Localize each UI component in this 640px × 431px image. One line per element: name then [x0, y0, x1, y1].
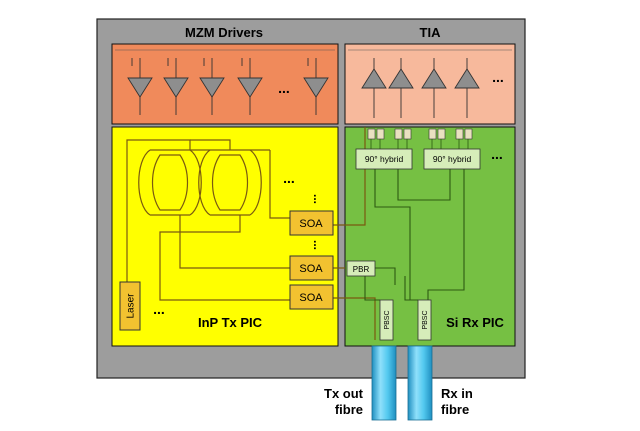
tia-amplifiers — [348, 49, 512, 118]
hybrid-ellipsis: ... — [491, 146, 503, 162]
tx-laser-ellipsis: ... — [153, 301, 165, 317]
hybrid-1-label: 90° hybrid — [365, 154, 404, 164]
soa-3-label: SOA — [299, 292, 323, 304]
mzm-drivers-label: MZM Drivers — [185, 25, 263, 40]
tx-out-fibre — [371, 345, 397, 421]
pbsc-rx — [417, 299, 432, 341]
pbsc-tx-label: PBSC — [384, 310, 391, 329]
tia-ellipsis: ... — [492, 69, 504, 85]
hybrid-1 — [355, 148, 413, 170]
tx-soa-ellipsis: ... — [311, 194, 325, 204]
pbr-label: PBR — [353, 265, 370, 274]
pbsc-tx — [379, 299, 394, 341]
driver-amplifiers — [115, 49, 335, 115]
tia-label: TIA — [420, 25, 442, 40]
tx-out-fibre-label-2: fibre — [335, 402, 363, 417]
tx-out-fibre-label-1: Tx out — [324, 386, 364, 401]
soa-1 — [289, 210, 334, 236]
pd-connections — [370, 139, 469, 149]
rx-in-fibre — [407, 345, 433, 421]
soa-2-label: SOA — [299, 263, 323, 275]
tx-waveguides — [126, 127, 376, 340]
rx-waveguides — [364, 169, 465, 301]
inp-tx-pic-label: InP Tx PIC — [198, 315, 263, 330]
pbr-block — [346, 260, 376, 277]
mzm-drivers-block — [111, 43, 339, 125]
drivers-ellipsis: ... — [278, 80, 290, 96]
soa-3 — [289, 284, 334, 310]
laser-block — [119, 281, 141, 331]
rx-in-fibre-label-1: Rx in — [441, 386, 473, 401]
hybrid-2-label: 90° hybrid — [433, 154, 472, 164]
soa-2 — [289, 255, 334, 281]
laser-label: Laser — [126, 293, 137, 319]
photodiodes — [367, 128, 473, 140]
rx-in-fibre-label-2: fibre — [441, 402, 469, 417]
inp-tx-pic-block — [111, 126, 339, 347]
pbsc-rx-label: PBSC — [422, 310, 429, 329]
si-rx-pic-label: Si Rx PIC — [446, 315, 504, 330]
hybrid-2 — [423, 148, 481, 170]
soa-1-label: SOA — [299, 218, 323, 230]
tx-modulators-ellipsis: ... — [283, 170, 295, 186]
tx-soa-ellipsis-2: ... — [311, 240, 325, 250]
